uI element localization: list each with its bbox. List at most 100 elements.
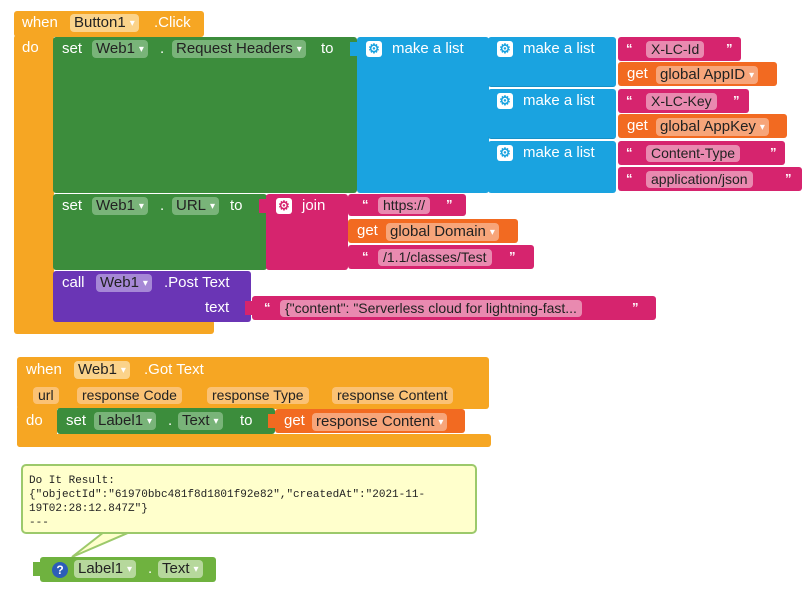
quote-close-icon: ” [770,145,777,160]
set-url-block[interactable] [53,194,267,270]
make-list-outer-block[interactable] [357,37,489,193]
post-text-method-label: .Post Text [164,274,230,291]
quote-close-icon: ” [509,249,516,264]
gear-icon[interactable]: ⚙ [497,41,513,57]
quote-open-icon: “ [362,249,369,264]
make-list-label: make a list [523,40,595,57]
chevron-down-icon: ▾ [147,416,153,427]
quote-open-icon: “ [626,41,633,56]
dot-label: . [160,197,165,214]
make-list-label: make a list [523,92,595,109]
do-label: do [26,412,43,429]
web1-component-dropdown[interactable]: Web1▾ [92,40,148,58]
text-value[interactable]: https:// [378,197,431,214]
quote-open-icon: “ [362,197,369,212]
web1-component-dropdown[interactable]: Web1▾ [96,274,152,292]
button1-component-dropdown[interactable]: Button1▾ [70,14,139,32]
dot-label: . [148,560,153,577]
get-label: get [284,412,305,429]
help-icon[interactable]: ? [52,562,68,578]
get-label: get [357,222,378,239]
quote-open-icon: “ [626,93,633,108]
chevron-down-icon: ▾ [138,44,144,55]
to-label: to [240,412,253,429]
gear-icon[interactable]: ⚙ [366,41,382,57]
gear-icon[interactable]: ⚙ [497,93,513,109]
text-value[interactable]: X-LC-Id [646,41,705,58]
do-it-result-bubble: Do It Result: {"objectId":"61970bbc481f8… [21,464,477,534]
do-label: do [22,39,39,56]
param-response-type[interactable]: response Type [207,387,309,404]
connector-tab [245,301,253,315]
quote-close-icon: ” [726,41,733,56]
text-property-dropdown[interactable]: Text▾ [178,412,223,430]
to-label: to [230,197,243,214]
web1-component-dropdown[interactable]: Web1▾ [92,197,148,215]
label1-component-dropdown[interactable]: Label1▾ [74,560,137,578]
chevron-down-icon: ▾ [210,201,216,212]
chevron-down-icon: ▾ [127,564,133,575]
text-value[interactable]: application/json [646,171,753,188]
chevron-down-icon: ▾ [438,417,444,428]
quote-open-icon: “ [626,145,633,160]
gear-icon[interactable]: ⚙ [497,145,513,161]
quote-open-icon: “ [264,300,271,315]
set-label1-text-block[interactable] [57,408,275,434]
make-list-label: make a list [392,40,464,57]
result-text: Do It Result: {"objectId":"61970bbc481f8… [29,474,425,530]
set-request-headers-block[interactable] [53,37,357,193]
text-param-label: text [205,299,230,316]
set-label: set [62,197,83,214]
get-label: get [627,117,648,134]
quote-close-icon: ” [446,197,453,212]
connector-tab [33,562,41,576]
gear-icon[interactable]: ⚙ [276,198,292,214]
set-label: set [66,412,87,429]
get-label: get [627,65,648,82]
make-list-label: make a list [523,144,595,161]
variable-dropdown[interactable]: global AppKey▾ [656,118,769,136]
dot-label: . [168,412,173,429]
call-label: call [62,274,85,291]
chevron-down-icon: ▾ [142,278,148,289]
url-property-dropdown[interactable]: URL▾ [172,197,220,215]
quote-close-icon: ” [733,93,740,108]
connector-tab [268,414,276,428]
param-url[interactable]: url [33,387,59,404]
chevron-down-icon: ▾ [213,416,219,427]
connector-tab [259,199,267,213]
result-line: {"objectId":"61970bbc481f8d1801f92e82","… [29,489,426,501]
text-value[interactable]: /1.1/classes/Test [378,249,492,266]
chevron-down-icon: ▾ [296,44,302,55]
chevron-down-icon: ▾ [749,70,755,81]
connector-tab [350,42,358,56]
result-line: Do It Result: [29,475,115,487]
chevron-down-icon: ▾ [489,227,495,238]
variable-dropdown[interactable]: response Content▾ [312,413,448,431]
text-value[interactable]: X-LC-Key [646,93,717,110]
variable-dropdown[interactable]: global Domain▾ [386,223,499,241]
call-post-text-block[interactable] [53,271,251,322]
web1-component-dropdown[interactable]: Web1▾ [74,361,130,379]
text-property-dropdown[interactable]: Text▾ [158,560,203,578]
chevron-down-icon: ▾ [759,122,765,133]
chevron-down-icon: ▾ [138,201,144,212]
variable-dropdown[interactable]: global AppID▾ [656,66,759,84]
param-response-code[interactable]: response Code [77,387,182,404]
event-left-bar [14,35,54,333]
event-footer [17,434,491,447]
quote-close-icon: ” [785,171,792,186]
set-label: set [62,40,83,57]
when-label: when [26,361,62,378]
request-headers-property-dropdown[interactable]: Request Headers▾ [172,40,306,58]
help-glyph: ? [56,563,64,577]
param-response-content[interactable]: response Content [332,387,453,404]
got-text-event-label: .Got Text [144,361,204,378]
text-value[interactable]: Content-Type [646,145,741,162]
quote-close-icon: ” [632,300,639,315]
text-value[interactable]: {"content": "Serverless cloud for lightn… [280,300,582,317]
when-label: when [22,14,58,31]
event-footer [14,320,214,334]
join-label: join [302,197,326,214]
label1-component-dropdown[interactable]: Label1▾ [94,412,157,430]
